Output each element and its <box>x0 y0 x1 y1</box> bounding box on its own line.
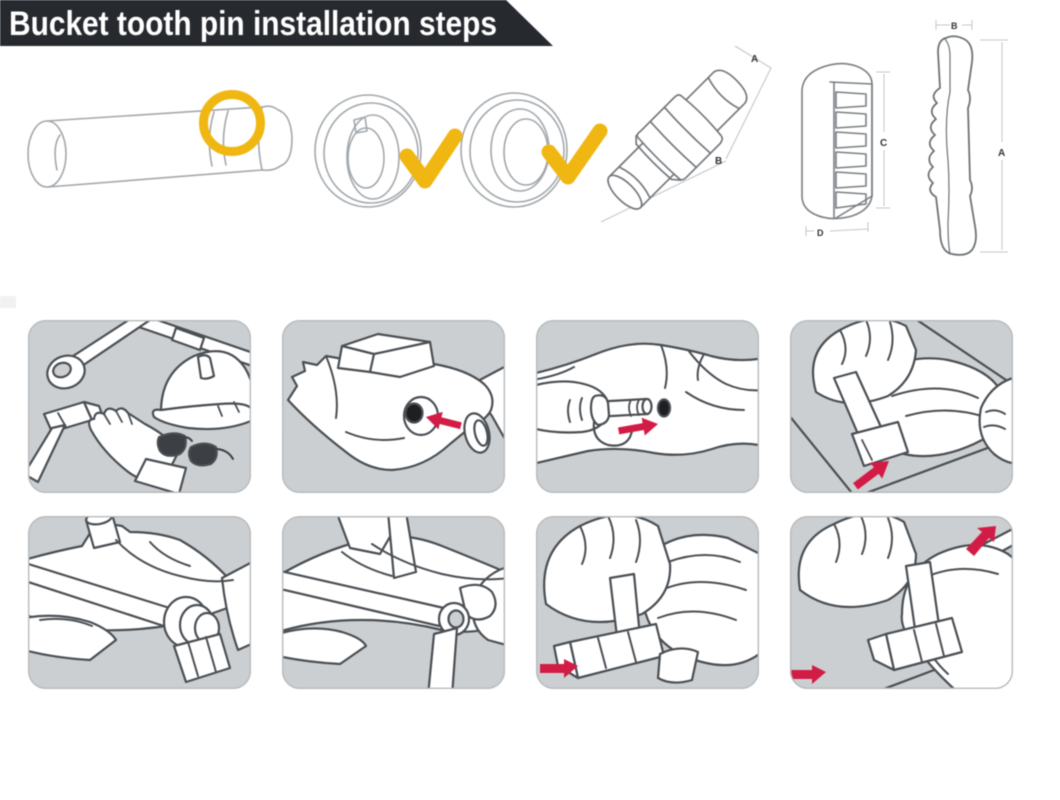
svg-text:C: C <box>880 138 887 149</box>
svg-text:A: A <box>751 54 758 65</box>
svg-text:B: B <box>951 21 958 31</box>
svg-text:Bucket tooth pin installation: Bucket tooth pin installation steps <box>9 5 497 43</box>
svg-text:D: D <box>817 228 824 238</box>
svg-text:A: A <box>998 148 1005 159</box>
svg-text:B: B <box>715 156 722 167</box>
